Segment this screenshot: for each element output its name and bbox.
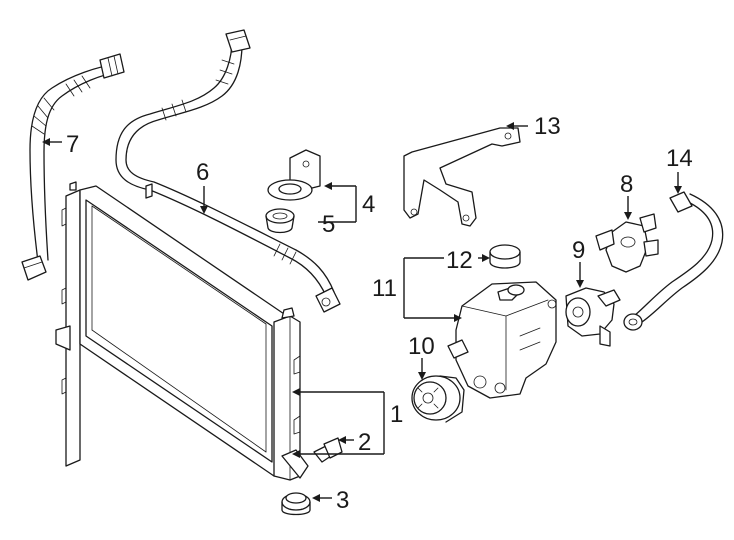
leader-lines (42, 122, 682, 502)
callout-13: 13 (534, 113, 561, 140)
auxiliary-pump (411, 375, 465, 423)
coolant-hose (623, 191, 724, 331)
radiator (55, 181, 309, 481)
callout-1: 1 (390, 401, 403, 428)
callout-4: 4 (362, 191, 375, 218)
callout-12: 12 (446, 247, 473, 274)
callout-11: 11 (372, 275, 397, 302)
thermostat-housing (595, 213, 659, 273)
upper-mount-bracket (267, 149, 321, 201)
drain-plug (313, 437, 343, 463)
callout-5: 5 (322, 211, 335, 238)
callout-numbers: 1 2 3 4 5 6 7 8 9 10 11 12 13 14 (66, 113, 693, 514)
callout-3: 3 (336, 487, 349, 514)
vent-hose (115, 29, 341, 313)
reservoir (447, 281, 557, 399)
callout-7: 7 (66, 131, 79, 158)
callout-10: 10 (408, 333, 435, 360)
reservoir-cap (489, 244, 521, 269)
lower-mount (281, 492, 311, 516)
callout-14: 14 (666, 145, 693, 172)
upper-mount-insulator (265, 208, 295, 234)
callout-8: 8 (620, 171, 633, 198)
callout-6: 6 (196, 159, 209, 186)
reservoir-bracket (403, 127, 521, 227)
water-pump (565, 287, 621, 347)
callout-2: 2 (358, 429, 371, 456)
callout-9: 9 (572, 237, 585, 264)
upper-hose (21, 53, 125, 281)
